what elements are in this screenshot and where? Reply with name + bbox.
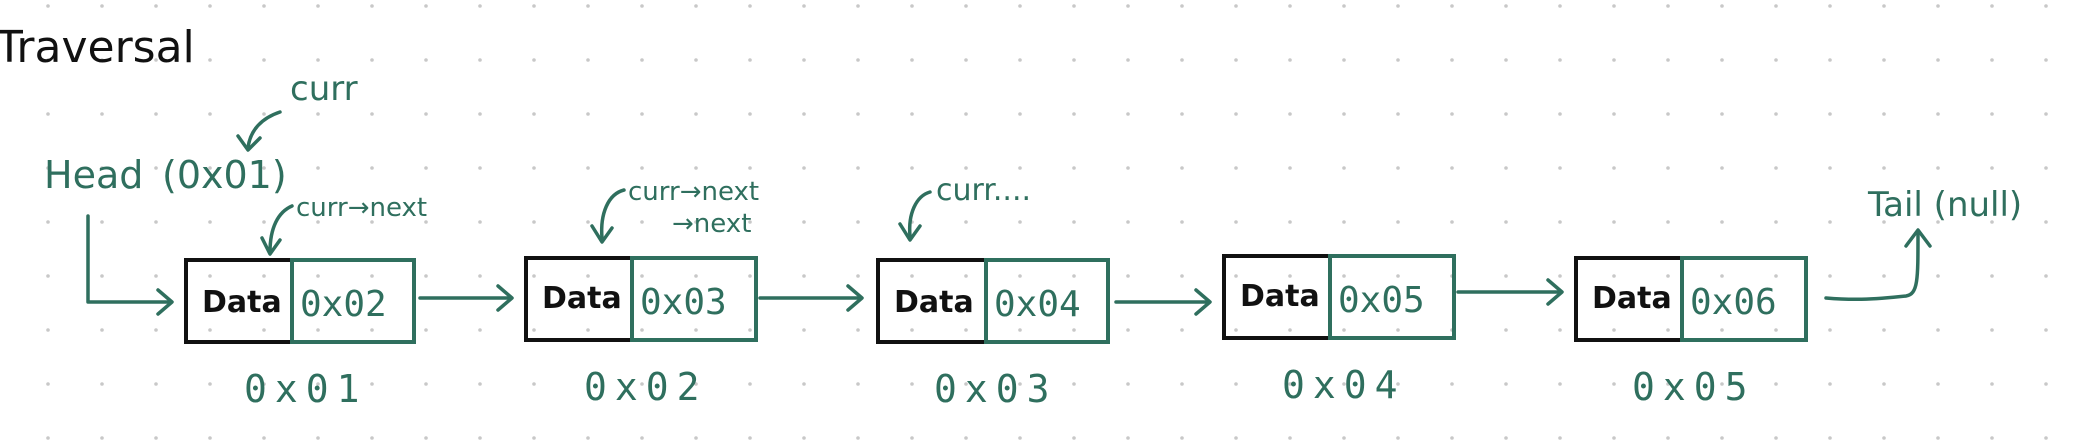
- head-arrow-head: [156, 288, 174, 316]
- node-3-address: 0x03: [934, 367, 1058, 411]
- link-arrow-1-2-head: [496, 284, 514, 312]
- node-4-data-label: Data: [1240, 279, 1320, 314]
- curr-next-arrow: [268, 204, 294, 254]
- node-5-data-label: Data: [1592, 281, 1672, 316]
- node-2-next-cell: [630, 256, 758, 342]
- curr-arrow-head: [236, 134, 262, 152]
- tail-arrow-head: [1904, 228, 1932, 248]
- node-5-next-pointer: 0x06: [1690, 282, 1777, 323]
- node-1-address: 0x01: [244, 367, 368, 411]
- node-4-next-cell: [1328, 254, 1456, 340]
- curr-dots-arrow: [907, 190, 932, 238]
- link-arrow-3-4-head: [1194, 288, 1212, 316]
- tail-label: Tail (null): [1867, 185, 2022, 225]
- curr-dots-arrow-head: [898, 222, 922, 242]
- tail-arrow: [1824, 232, 1920, 302]
- node-1-next-pointer: 0x02: [300, 284, 387, 325]
- head-address-label: (0x01): [162, 153, 287, 197]
- node-4: Data 0x05 0x04: [1222, 254, 1456, 407]
- node-3-data-label: Data: [894, 285, 974, 320]
- node-3: Data 0x04 0x03: [876, 258, 1110, 411]
- node-1-next-cell: [290, 258, 416, 344]
- node-2-next-pointer: 0x03: [640, 282, 727, 323]
- node-5-address: 0x05: [1632, 365, 1756, 409]
- node-3-next-cell: [984, 258, 1110, 344]
- curr-next-arrow-head: [260, 236, 282, 256]
- node-4-address: 0x04: [1282, 363, 1406, 407]
- link-arrow-2-3-head: [846, 284, 864, 312]
- curr-arrow: [246, 110, 282, 150]
- node-2-data-label: Data: [542, 281, 622, 316]
- head-label: Head: [44, 153, 143, 197]
- curr-next-next-arrow-head: [590, 224, 614, 244]
- node-3-next-pointer: 0x04: [994, 284, 1081, 325]
- node-2-address: 0x02: [584, 365, 708, 409]
- node-2: Data 0x03 0x02: [524, 256, 758, 409]
- node-4-next-pointer: 0x05: [1338, 280, 1425, 321]
- link-arrow-4-5-head: [1546, 278, 1564, 306]
- page-title: Traversal: [0, 22, 195, 73]
- curr-next-next-label-line2: →next: [672, 209, 751, 239]
- node-5: Data 0x06 0x05: [1574, 256, 1808, 409]
- head-arrow: [86, 214, 172, 304]
- node-1: Data 0x02 0x01: [184, 258, 416, 411]
- curr-next-next-label-line1: curr→next: [628, 177, 759, 207]
- curr-next-label: curr→next: [296, 193, 427, 223]
- curr-label: curr: [290, 69, 358, 109]
- node-5-next-cell: [1680, 256, 1808, 342]
- curr-next-next-arrow: [599, 188, 626, 240]
- curr-dots-label: curr....: [936, 173, 1031, 208]
- node-1-data-label: Data: [202, 285, 282, 320]
